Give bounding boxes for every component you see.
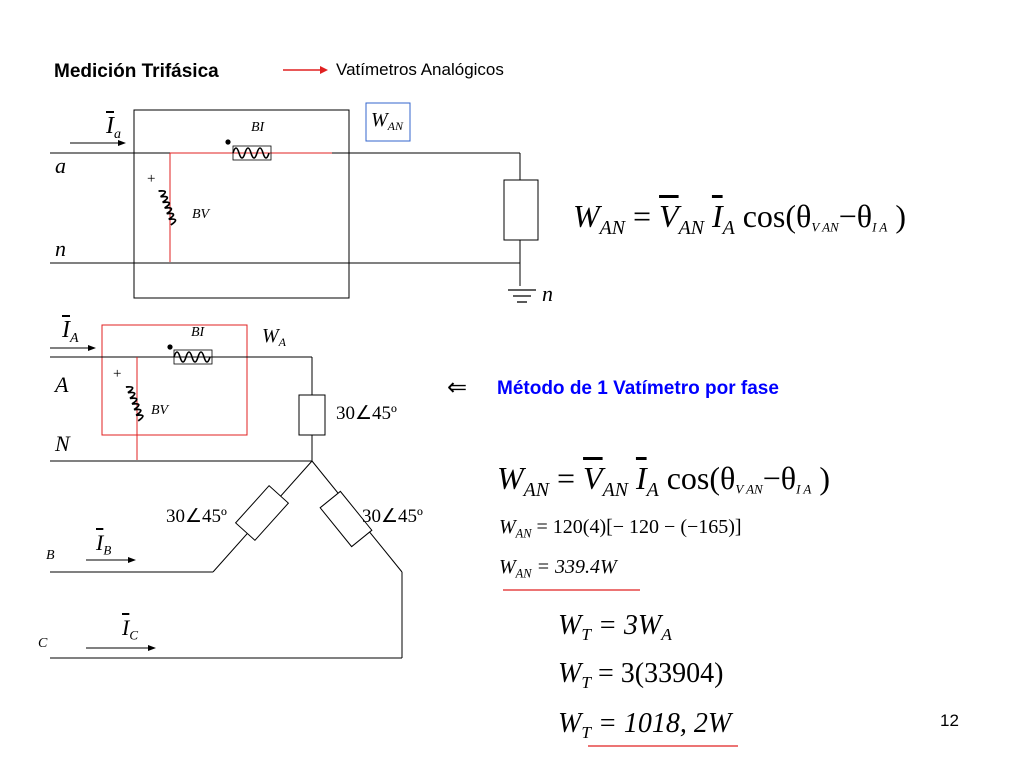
equation-6: WT = 3(33904) (558, 658, 724, 693)
current-c-arrow-head (148, 645, 156, 651)
top-wattmeter-frame (133, 109, 350, 299)
load-impedance-c (319, 490, 373, 548)
current-c-label: IC (122, 615, 138, 643)
page-title: Medición Trifásica (54, 61, 219, 82)
impedance-a-label: 30∠45º (336, 403, 397, 424)
top-current-coil-body (232, 145, 272, 161)
node-N-label: N (55, 431, 70, 456)
bottom-voltage-coil (125, 385, 144, 422)
bottom-bv-label: BV (151, 403, 169, 418)
current-b-arrow-head (128, 557, 136, 563)
page-subtitle: Vatímetros Analógicos (336, 60, 504, 79)
load-impedance-a (298, 394, 326, 436)
bottom-polarity-dot (167, 344, 173, 350)
node-A-label: A (55, 372, 69, 397)
top-meter-label-box (365, 102, 411, 142)
top-polarity-dot (225, 139, 231, 145)
bottom-meter-label: WA (262, 325, 287, 350)
top-meter-label: WAN (371, 109, 404, 134)
left-arrow-icon: ⇐ (447, 375, 468, 401)
line-B-label: B (46, 548, 55, 563)
method-label: Método de 1 Vatímetro por fase (497, 378, 779, 399)
top-bi-label: BI (251, 120, 265, 135)
current-b-label: IB (96, 530, 112, 558)
bottom-current-coil-body (173, 349, 213, 365)
top-load (503, 179, 539, 241)
bottom-wattmeter-frame (101, 324, 248, 436)
bottom-current-arrow-head (88, 345, 96, 351)
equation-3: WAN = 120(4)[− 120 − (−165)] (499, 516, 742, 541)
equation-7: WT = 1018, 2W (558, 708, 732, 743)
header-arrow-head (320, 66, 328, 74)
equation-5: WT = 3WA (558, 610, 672, 645)
equation-2: WAN = VAN IA cos(θV AN−θI A ) (497, 460, 831, 501)
top-bv-label: BV (192, 207, 210, 222)
node-n-label: n (55, 236, 66, 261)
bottom-bi-label: BI (191, 325, 205, 340)
equation-1: WAN = VAN IA cos(θV AN−θI A ) (573, 198, 907, 239)
ground-n-label: n (542, 281, 553, 306)
bottom-current-coil (173, 351, 211, 363)
page-number: 12 (940, 711, 959, 730)
impedance-b-label: 30∠45º (166, 506, 227, 527)
node-a-label: a (55, 153, 66, 178)
line-C-label: C (38, 636, 48, 651)
top-voltage-coil (158, 189, 177, 226)
bottom-plus-sign: + (113, 366, 122, 382)
impedance-c-label: 30∠45º (362, 506, 423, 527)
load-impedance-b (234, 485, 290, 541)
top-current-coil (232, 147, 270, 159)
equation-4: WAN = 339.4W (499, 556, 617, 581)
top-current-label: Ia (106, 113, 121, 142)
bottom-current-a-label: IA (62, 317, 79, 346)
top-plus-sign: + (147, 171, 156, 187)
top-current-arrow-head (118, 140, 126, 146)
